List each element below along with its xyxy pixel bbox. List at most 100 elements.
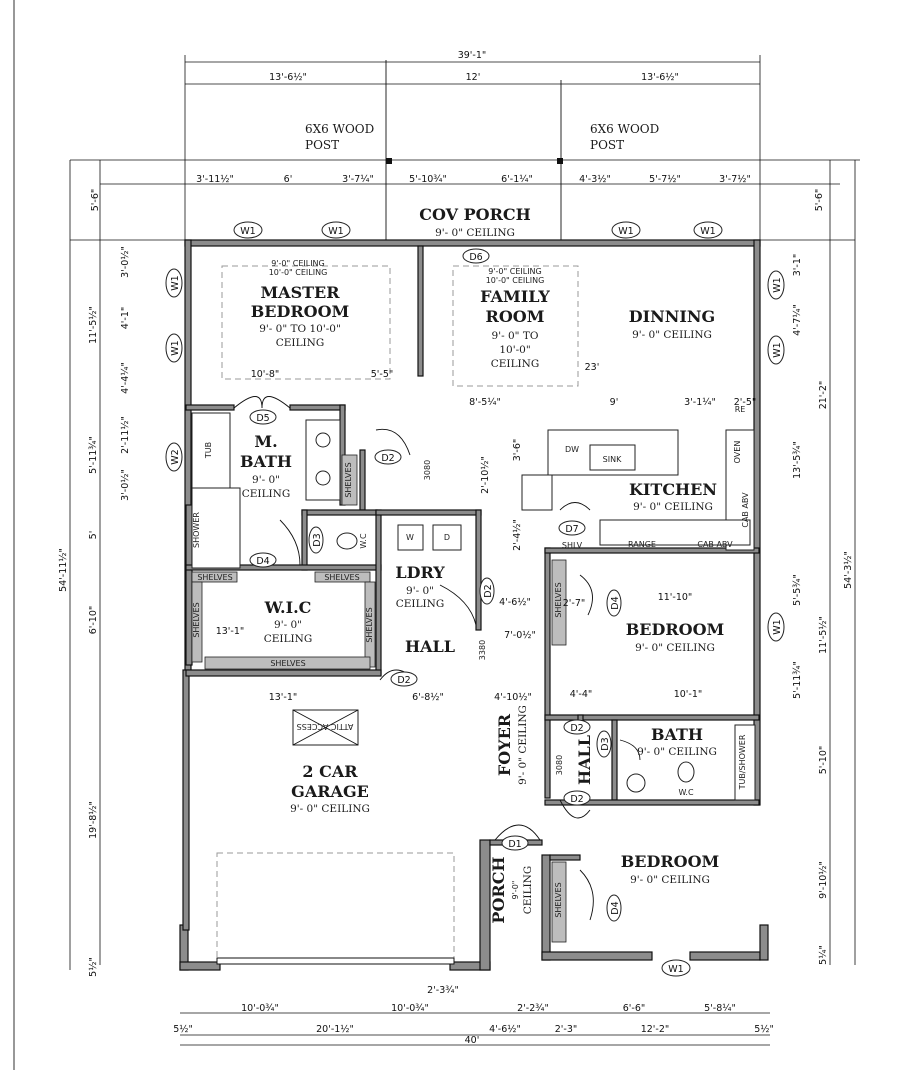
m-bath-line2: BATH — [240, 452, 292, 471]
master-bedroom-line2: BEDROOM — [251, 302, 349, 321]
dim-left-overall: 54'-11½" — [58, 548, 69, 592]
door-tag: D4 — [249, 552, 277, 568]
dim-k-3: 3'-1¼" — [684, 397, 716, 408]
dim-left-6: 5½" — [88, 957, 99, 977]
right-post-marker — [557, 158, 563, 164]
dim-top-right: 13'-6½" — [641, 72, 679, 83]
door-3380: 3380 — [478, 640, 487, 660]
left-post-label-1: 6X6 WOOD — [305, 122, 374, 136]
dim-bot-a6: 5'-8¼" — [704, 1003, 736, 1014]
window-tag: W1 — [611, 221, 641, 239]
svg-text:D5: D5 — [256, 413, 269, 424]
dim-w7: 5'-7½" — [649, 174, 681, 185]
garage-ceiling: 9'- 0" CEILING — [290, 803, 370, 815]
door-3080-b: 3080 — [555, 755, 564, 775]
dim-top-center: 12' — [466, 72, 481, 83]
foyer-label: FOYER — [495, 713, 514, 776]
dim-bot-overall: 40' — [465, 1035, 480, 1046]
svg-text:D6: D6 — [469, 252, 482, 263]
svg-text:W1: W1 — [170, 275, 181, 290]
dim-right-overall: 54'-3½" — [843, 551, 854, 589]
svg-text:D3: D3 — [600, 737, 611, 750]
dim-right-wc: 5'-5¾" — [792, 574, 803, 606]
mb-tray-1: 9'-0" CEILING — [271, 259, 325, 268]
dinning-ceiling: 9'- 0" CEILING — [632, 329, 712, 341]
svg-text:D4: D4 — [610, 596, 621, 609]
door-tag: D2 — [563, 719, 591, 735]
kitchen-label: KITCHEN — [629, 480, 717, 499]
master-bedroom-ceiling2: CEILING — [276, 337, 325, 349]
tub-label: TUB — [204, 442, 213, 459]
dim-bot-a3: 2'-3¾" — [427, 985, 459, 996]
dim-w6: 4'-3½" — [579, 174, 611, 185]
svg-text:W1: W1 — [328, 226, 343, 237]
ldry-ceiling2: CEILING — [396, 598, 445, 610]
door-tag: D4 — [606, 894, 622, 922]
family-room-line1: FAMILY — [480, 287, 550, 306]
wic-ceiling2: CEILING — [264, 633, 313, 645]
garage-line2: GARAGE — [291, 782, 369, 801]
shelves-wic-5: SHELVES — [365, 607, 374, 642]
attic-label: ATTIC ACCESS — [297, 722, 354, 731]
svg-text:D3: D3 — [312, 533, 323, 546]
top-dimension-lines — [69, 55, 860, 1046]
dim-bot-b1: 5½" — [173, 1024, 193, 1035]
svg-text:W1: W1 — [772, 342, 783, 357]
svg-text:D4: D4 — [610, 901, 621, 914]
dim-left-wd: 2'-11½" — [120, 416, 131, 454]
shelves-bed3: SHELVES — [554, 882, 563, 917]
dim-right-2: 13'-5¾" — [792, 441, 803, 479]
shelves-wic-4: SHELVES — [192, 602, 201, 637]
dim-top-overall: 39'-1" — [458, 50, 487, 61]
door-tag: D2 — [374, 449, 402, 465]
dim-w1: 3'-11½" — [196, 174, 234, 185]
dinning-label: DINNING — [629, 307, 715, 326]
hall-lower-label: HALL — [575, 735, 594, 785]
ldry-ceiling1: 9'- 0" — [406, 585, 434, 597]
dim-gar-68: 6'-8½" — [412, 692, 444, 703]
dim-left-3: 5' — [88, 531, 99, 540]
range-label: RANGE — [628, 540, 656, 549]
bedroom-2-label: BEDROOM — [626, 620, 724, 639]
svg-text:W1: W1 — [772, 619, 783, 634]
dim-w8: 3'-7½" — [719, 174, 751, 185]
master-bedroom-ceiling1: 9'- 0" TO 10'-0" — [259, 323, 341, 335]
dim-porch-right: 5'-6" — [814, 189, 825, 212]
bedroom-3-label: BEDROOM — [621, 852, 719, 871]
dim-k-2: 2'-5" — [734, 397, 757, 408]
dim-left-1: 11'-5½" — [88, 306, 99, 344]
window-tag: W1 — [165, 333, 183, 363]
dim-left-we: 3'-0½" — [120, 469, 131, 501]
dim-left-wb: 4'-1" — [120, 307, 131, 330]
dim-bot-a2: 10'-0¾" — [391, 1003, 429, 1014]
shower-label: SHOWER — [192, 512, 201, 548]
cab-abv-1: CAB ABV — [741, 492, 750, 528]
dim-bed-1110: 11'-10" — [658, 592, 693, 603]
bedroom-2-ceiling: 9'- 0" CEILING — [635, 642, 715, 654]
family-room-line2: ROOM — [486, 307, 545, 326]
dim-bot-b4: 2'-3" — [555, 1024, 578, 1035]
cov-porch-ceiling: 9'- 0" CEILING — [435, 227, 515, 239]
dim-bath-101: 10'-1" — [674, 689, 703, 700]
dim-bath-44: 4'-4" — [570, 689, 593, 700]
cab-abv-2: CAB ABV — [697, 540, 733, 549]
bath-label: BATH — [651, 725, 703, 744]
porch-ceiling1: 9'-0" — [511, 881, 520, 900]
porch-label: PORCH — [489, 856, 508, 923]
bedroom-3-ceiling: 9'- 0" CEILING — [630, 874, 710, 886]
svg-text:W2: W2 — [170, 449, 181, 464]
dim-bot-b3: 4'-6½" — [489, 1024, 521, 1035]
dim-bot-a4: 2'-2¾" — [517, 1003, 549, 1014]
family-room-ceiling3: CEILING — [491, 358, 540, 370]
window-tag: W1 — [767, 612, 785, 642]
dim-right-1: 21'-2" — [818, 381, 829, 410]
door-tag: D7 — [558, 520, 586, 536]
wc-bath: W.C — [678, 788, 694, 797]
window-tag: W1 — [321, 221, 351, 239]
porch-ceiling2: CEILING — [522, 866, 534, 915]
shelves-linen: SHELVES — [344, 462, 353, 497]
dim-bot-a1: 10'-0¾" — [241, 1003, 279, 1014]
master-bedroom-line1: MASTER — [260, 283, 340, 302]
tub-shower-label: TUB/SHOWER — [738, 734, 747, 790]
svg-text:D2: D2 — [397, 675, 410, 686]
